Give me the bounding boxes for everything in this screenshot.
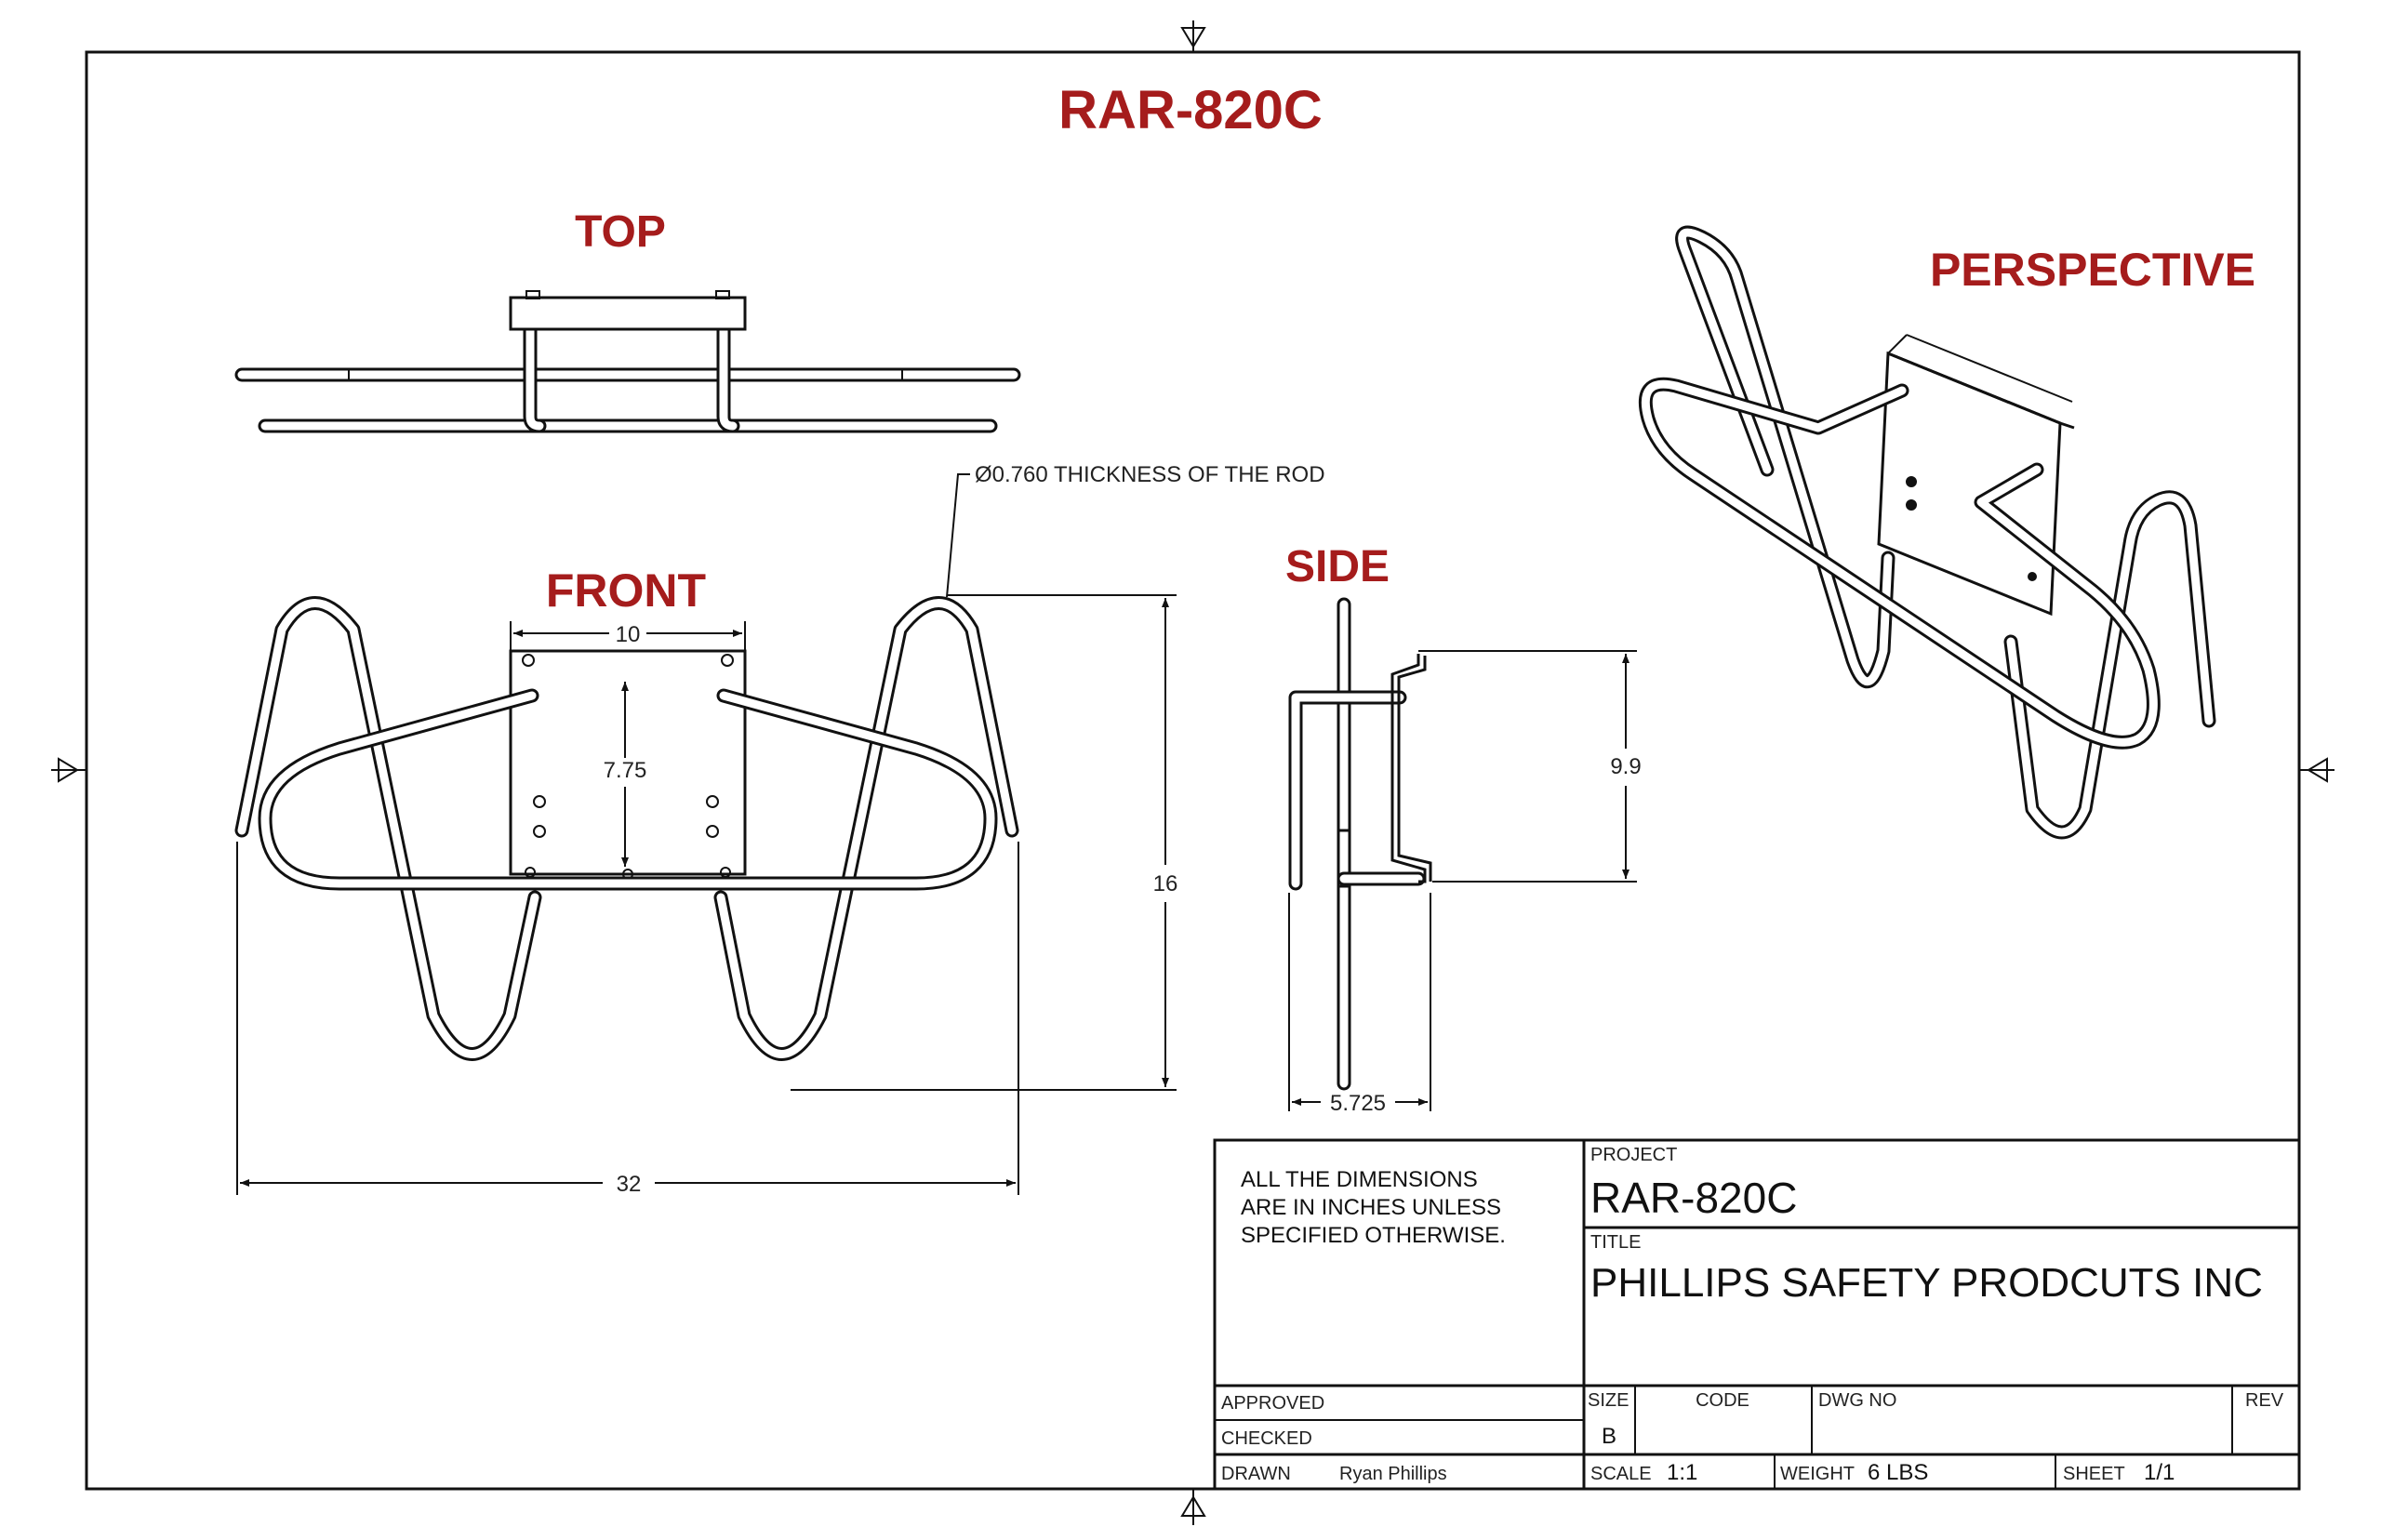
view-label-side: SIDE <box>1285 542 1390 591</box>
dim-plate-width: 10 <box>616 622 641 647</box>
view-label-top: TOP <box>575 207 666 257</box>
rev-label: REV <box>2245 1390 2284 1411</box>
sheet-value: 1/1 <box>2144 1460 2175 1485</box>
size-value: B <box>1602 1424 1616 1449</box>
dim-overall-width: 32 <box>617 1172 642 1197</box>
dwg-no-label: DWG NO <box>1818 1390 1896 1411</box>
size-label: SIZE <box>1588 1390 1629 1411</box>
project-value: RAR-820C <box>1590 1174 1797 1222</box>
checked-label: CHECKED <box>1221 1428 1312 1449</box>
dim-side-depth: 5.725 <box>1330 1091 1386 1116</box>
dim-hole-spacing: 7.75 <box>604 758 647 783</box>
top-view <box>234 290 1021 433</box>
approved-label: APPROVED <box>1221 1393 1324 1414</box>
project-label: PROJECT <box>1590 1145 1677 1165</box>
units-note-line2: ARE IN INCHES UNLESS <box>1241 1195 1501 1220</box>
scale-value: 1:1 <box>1667 1460 1697 1485</box>
dim-height: 16 <box>1153 871 1178 896</box>
drawing-title: RAR-820C <box>1058 80 1323 140</box>
weight-label: WEIGHT <box>1780 1464 1855 1484</box>
front-view: 10 7.75 16 32 Ø0.760 THICKNESS OF THE RO… <box>234 462 1325 1197</box>
title-label: TITLE <box>1590 1232 1641 1253</box>
units-note-line3: SPECIFIED OTHERWISE. <box>1241 1223 1506 1248</box>
weight-value: 6 LBS <box>1868 1460 1928 1485</box>
code-label: CODE <box>1696 1390 1749 1411</box>
sheet-label: SHEET <box>2063 1464 2125 1484</box>
view-label-perspective: PERSPECTIVE <box>1930 244 2255 296</box>
perspective-view <box>1638 225 2216 840</box>
scale-label: SCALE <box>1590 1464 1652 1484</box>
title-block: ALL THE DIMENSIONS ARE IN INCHES UNLESS … <box>1213 1138 2301 1491</box>
side-view: 9.9 5.725 <box>1288 597 1642 1116</box>
title-value: PHILLIPS SAFETY PRODCUTS INC <box>1590 1260 2263 1306</box>
units-note-line1: ALL THE DIMENSIONS <box>1241 1167 1478 1192</box>
centering-marks <box>51 20 2334 1525</box>
rod-thickness-callout: Ø0.760 THICKNESS OF THE ROD <box>975 462 1325 487</box>
drawn-label: DRAWN <box>1221 1464 1291 1484</box>
drawn-by: Ryan Phillips <box>1339 1464 1447 1484</box>
dim-side-height: 9.9 <box>1610 754 1641 779</box>
view-label-front: FRONT <box>546 564 706 617</box>
